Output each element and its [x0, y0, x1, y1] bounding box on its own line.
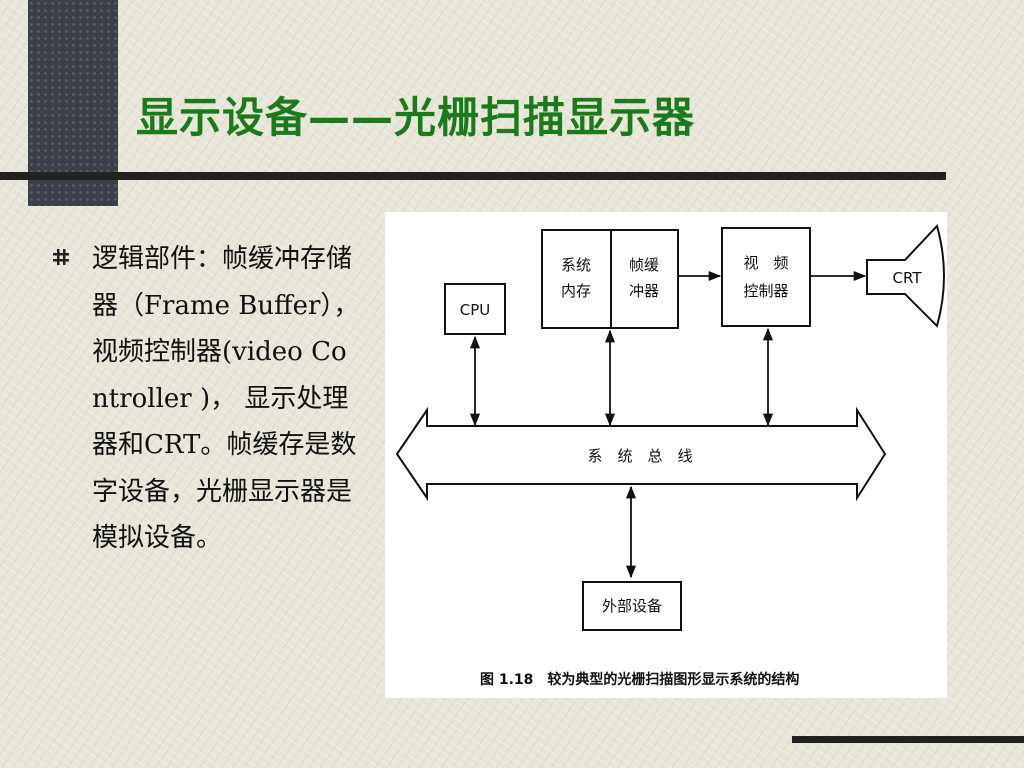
- peripheral-label: 外部设备: [602, 597, 662, 615]
- figure-caption: 图 1.18 较为典型的光栅扫描图形显示系统的结构: [480, 671, 799, 688]
- system-memory-label-2: 内存: [561, 282, 591, 300]
- video-controller-label-1: 视 频: [743, 254, 788, 272]
- slide-title: 显示设备——光栅扫描显示器: [136, 93, 696, 142]
- cpu-box: [444, 283, 506, 335]
- diagram-svg: CPU 系统 内存 帧缓 冲器 视 频 控制器 CRT 系 统 总 线 外部设备…: [395, 224, 945, 688]
- system-bus-arrow: [395, 406, 887, 502]
- footer-divider-line: [792, 736, 1024, 743]
- title-divider-line: [0, 172, 946, 180]
- video-controller-label-2: 控制器: [743, 282, 788, 300]
- system-bus-label: 系 统 总 线: [587, 447, 692, 465]
- raster-system-diagram: CPU 系统 内存 帧缓 冲器 视 频 控制器 CRT 系 统 总 线 外部设备…: [385, 212, 947, 698]
- frame-buffer-label-2: 冲器: [629, 282, 659, 300]
- video-controller-box: [721, 227, 811, 327]
- bullet-icon: [53, 249, 69, 265]
- bullet-text: 逻辑部件：帧缓冲存储器（Frame Buffer），视频控制器(video Co…: [92, 244, 360, 553]
- frame-buffer-label-1: 帧缓: [629, 256, 659, 274]
- cpu-label: CPU: [460, 301, 491, 319]
- crt-label: CRT: [893, 269, 923, 287]
- system-memory-label-1: 系统: [561, 256, 591, 274]
- crt-shape: [866, 224, 945, 328]
- peripheral-box: [582, 581, 682, 631]
- decorative-dark-block: [28, 0, 118, 206]
